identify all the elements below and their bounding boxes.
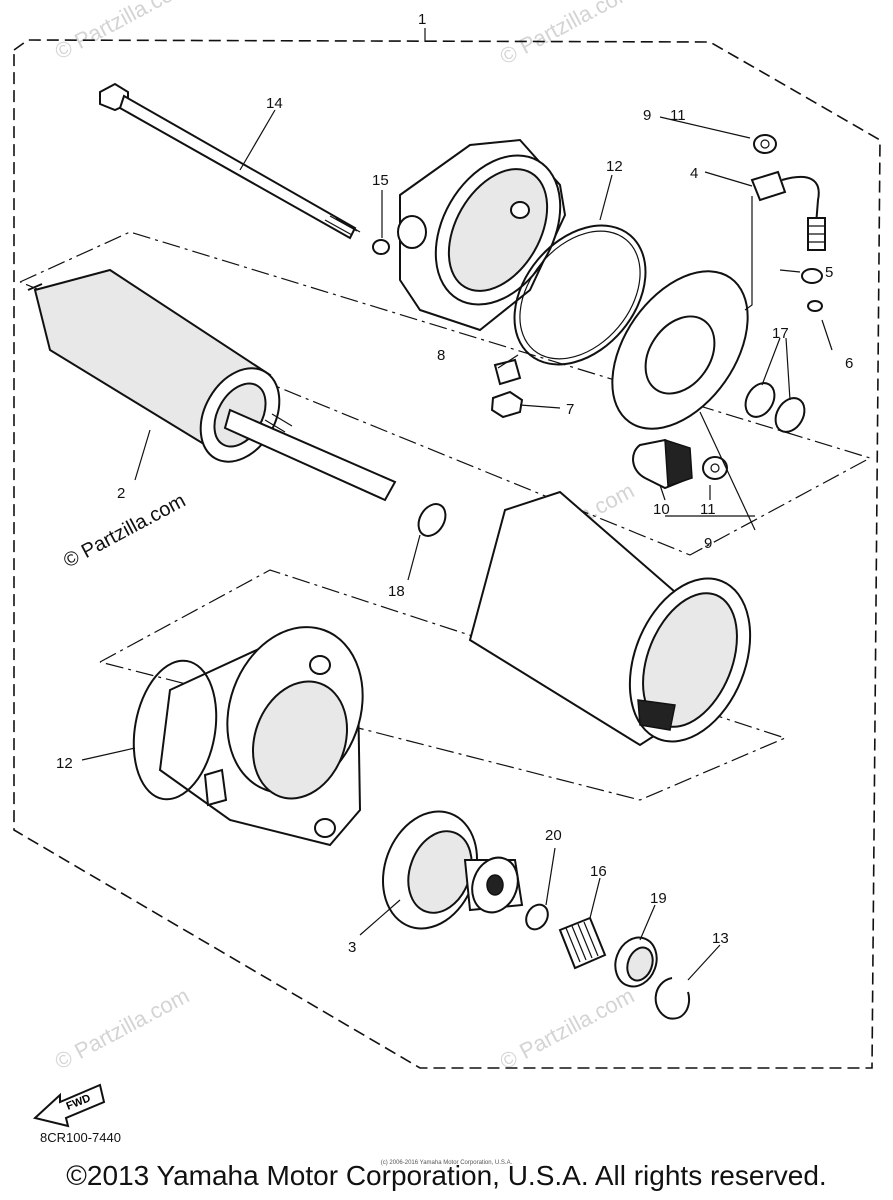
callout-14: 14: [266, 95, 283, 112]
callout-9: 9: [643, 107, 651, 124]
callout-labels: 1 14 15 12 4 9 11 5 6 17 8 7 2 10 11 9 1…: [56, 11, 853, 956]
callout-19: 19: [650, 890, 667, 907]
callout-12: 12: [606, 158, 623, 175]
callout-11: 11: [670, 107, 686, 124]
callout-20: 20: [545, 827, 562, 844]
front-cover-subgroup-outline: [99, 569, 787, 801]
yoke-housing: [468, 490, 752, 747]
small-o-ring: [372, 239, 390, 255]
partzilla-watermark: © Partzilla.com: [60, 490, 189, 573]
armature: [27, 268, 397, 502]
circlip-20: [525, 903, 549, 931]
callout-5: 5: [825, 264, 833, 281]
armature-subgroup-outline: [19, 231, 872, 556]
callout-10: 10: [653, 501, 670, 518]
callout-9-lower: 9: [704, 535, 712, 552]
spring-16: [558, 916, 607, 970]
brush-holder: [632, 438, 693, 490]
rear-cover-housing: [397, 138, 567, 332]
copyright-notice: ©2013 Yamaha Motor Corporation, U.S.A. A…: [66, 1160, 827, 1191]
through-bolt: [99, 82, 361, 240]
callout-17: 17: [772, 325, 789, 342]
large-o-ring-lower: [132, 659, 218, 801]
washer-17a: [744, 382, 776, 418]
callout-1: 1: [418, 11, 426, 28]
leader-lines: [81, 28, 833, 981]
starter-clutch-pinion: [381, 810, 524, 930]
o-ring-6: [807, 300, 823, 312]
assembly-boundary: [13, 39, 881, 1069]
callout-12-lower: 12: [56, 755, 73, 772]
front-cover: [132, 626, 364, 847]
callout-3: 3: [348, 939, 356, 956]
washer-18: [417, 503, 447, 537]
callout-16: 16: [590, 863, 607, 880]
callout-15: 15: [372, 172, 389, 189]
brush-spring-lower: [702, 456, 728, 480]
diagram-part-code: 8CR100-7440: [40, 1130, 121, 1145]
callout-7: 7: [566, 401, 574, 418]
watermark-faint: © Partzilla.com: [496, 983, 639, 1075]
callout-2: 2: [117, 485, 125, 502]
brush-plate: [611, 270, 749, 430]
callout-8: 8: [437, 347, 445, 364]
brush-lead: [744, 170, 826, 311]
washer-17b: [774, 397, 806, 433]
callout-13: 13: [712, 930, 729, 947]
stopper-collar-19: [614, 936, 658, 988]
callout-18: 18: [388, 583, 405, 600]
watermark-faint: © Partzilla.com: [496, 0, 639, 69]
watermark-faint: © Partzilla.com: [51, 983, 194, 1075]
fwd-arrow-icon: FWD: [32, 1083, 106, 1128]
copyright-small-notice: (c) 2006-2016 Yamaha Motor Corporation, …: [380, 1160, 513, 1166]
callout-4: 4: [690, 165, 698, 182]
brush-spring-upper: [753, 134, 777, 154]
callout-11-lower: 11: [700, 501, 716, 518]
washer-5: [801, 268, 823, 284]
snap-ring-13: [654, 977, 690, 1020]
callout-6: 6: [845, 355, 853, 372]
nut-washer: [490, 358, 524, 419]
watermark-faint: © Partzilla.com: [51, 0, 194, 64]
large-o-ring-upper: [513, 224, 647, 366]
